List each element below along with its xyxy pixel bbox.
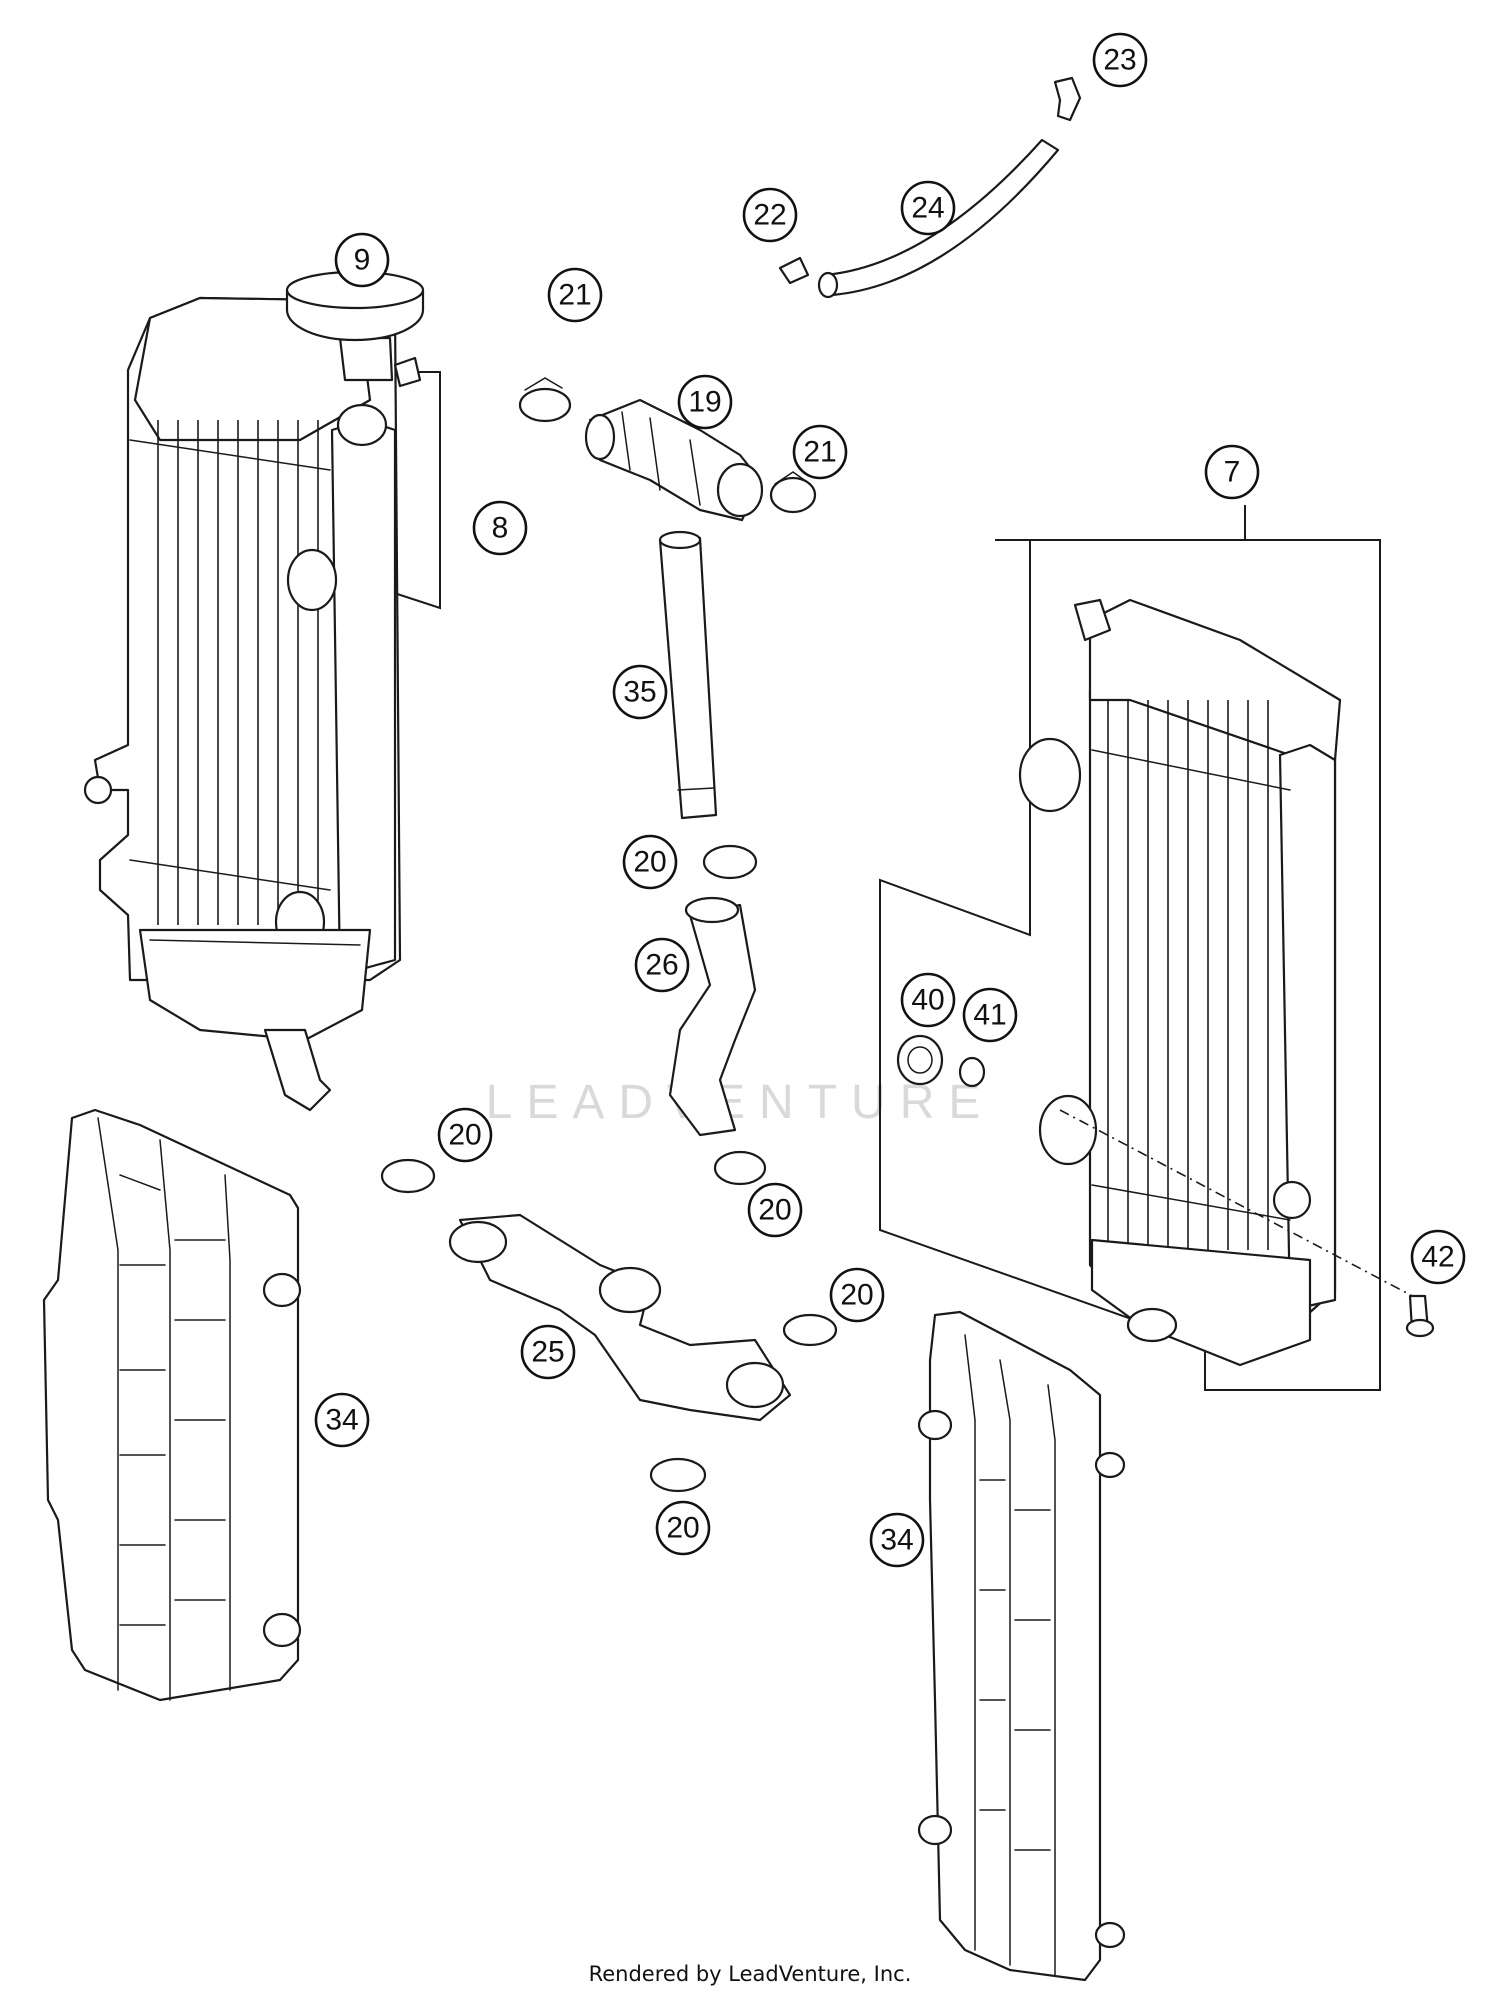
callout-8: 8	[472, 500, 528, 556]
svg-text:42: 42	[1421, 1241, 1454, 1274]
callout-41: 41	[962, 987, 1018, 1043]
callout-34-left: 34	[314, 1392, 370, 1448]
callout-7: 7	[1204, 444, 1260, 500]
svg-text:35: 35	[623, 676, 656, 709]
svg-text:8: 8	[492, 512, 509, 545]
svg-text:9: 9	[354, 244, 371, 277]
hose-clamp-20-c	[380, 1158, 436, 1194]
callout-22: 22	[742, 187, 798, 243]
callout-26: 26	[634, 937, 690, 993]
left-radiator	[83, 270, 441, 1112]
svg-text:20: 20	[666, 1512, 699, 1545]
washer-41	[958, 1056, 986, 1088]
svg-text:34: 34	[325, 1404, 358, 1437]
svg-text:22: 22	[753, 199, 786, 232]
screw-42	[1405, 1294, 1435, 1338]
svg-text:23: 23	[1103, 44, 1136, 77]
svg-text:7: 7	[1224, 456, 1241, 489]
svg-text:25: 25	[531, 1336, 564, 1369]
callout-24: 24	[900, 180, 956, 236]
svg-text:19: 19	[688, 386, 721, 419]
left-radiator-shroud	[42, 1108, 302, 1702]
svg-text:40: 40	[911, 984, 944, 1017]
callout-21-top: 21	[547, 267, 603, 323]
right-radiator-group	[879, 505, 1421, 1391]
hose-25	[448, 1213, 792, 1422]
footer-credit: Rendered by LeadVenture, Inc.	[588, 1962, 912, 1986]
hose-clamp-21-left	[518, 377, 572, 423]
hose-26	[668, 896, 757, 1137]
svg-text:26: 26	[645, 949, 678, 982]
callout-20-middle: 20	[747, 1182, 803, 1238]
svg-text:24: 24	[911, 192, 944, 225]
callout-9: 9	[334, 232, 390, 288]
callout-35: 35	[612, 664, 668, 720]
hose-clamp-21-right	[769, 471, 817, 514]
svg-text:21: 21	[803, 436, 836, 469]
svg-text:41: 41	[973, 999, 1006, 1032]
callout-25: 25	[520, 1324, 576, 1380]
overflow-hose-24	[817, 138, 1060, 299]
right-radiator-shroud	[917, 1310, 1126, 1982]
upper-hose-19	[584, 398, 764, 522]
callout-20-bottom: 20	[655, 1500, 711, 1556]
hose-fitting-23	[1053, 76, 1082, 122]
hose-clamp-20-a	[702, 844, 758, 880]
svg-text:20: 20	[633, 846, 666, 879]
callout-42: 42	[1410, 1229, 1466, 1285]
pipe-35	[658, 530, 718, 820]
svg-text:20: 20	[840, 1279, 873, 1312]
callout-20-upper: 20	[622, 834, 678, 890]
grommet-40	[896, 1034, 944, 1086]
callout-19: 19	[677, 374, 733, 430]
hose-clamp-20-b	[713, 1150, 767, 1186]
hose-clamp-20-d	[782, 1313, 838, 1347]
hose-clamp-20-e	[649, 1457, 707, 1493]
callout-40: 40	[900, 972, 956, 1028]
callout-23: 23	[1092, 32, 1148, 88]
hose-clip-22	[778, 256, 810, 285]
callout-21-right: 21	[792, 424, 848, 480]
svg-text:21: 21	[558, 279, 591, 312]
svg-text:20: 20	[448, 1119, 481, 1152]
svg-text:34: 34	[880, 1524, 913, 1557]
callout-20-right: 20	[829, 1267, 885, 1323]
callout-20-left: 20	[437, 1107, 493, 1163]
callout-34-right: 34	[869, 1512, 925, 1568]
svg-text:20: 20	[758, 1194, 791, 1227]
